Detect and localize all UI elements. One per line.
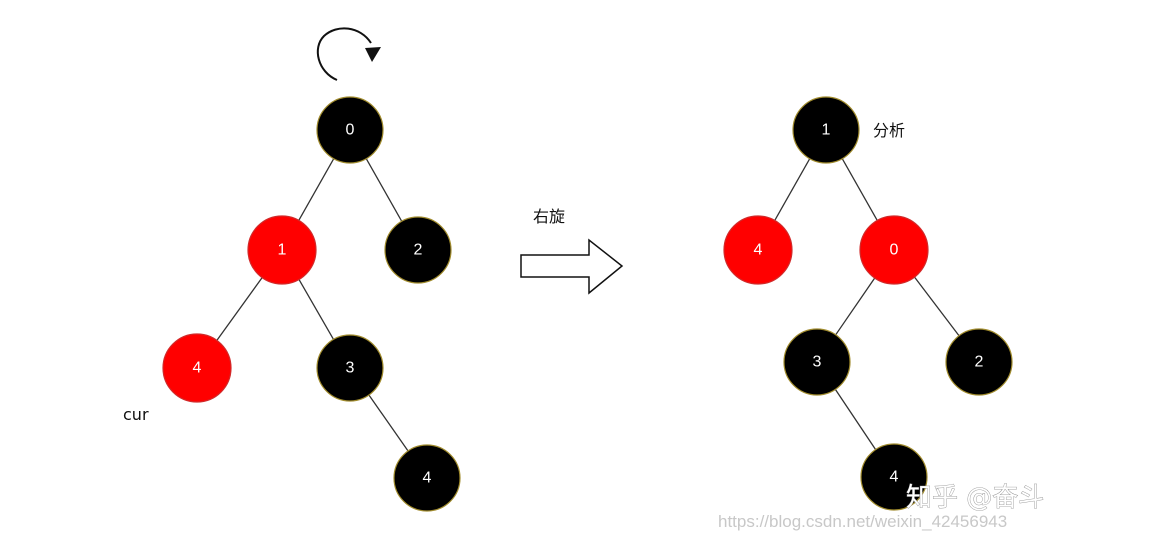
watermark-url: https://blog.csdn.net/weixin_42456943: [718, 512, 1007, 531]
left-tree: 0 1 2 4 3 4: [162, 96, 461, 512]
tree-edge: [298, 158, 335, 221]
left-node-2: 2: [384, 216, 452, 284]
node-label: 4: [423, 470, 432, 487]
right-node-4-red: 4: [723, 215, 793, 285]
tree-edge: [298, 279, 335, 340]
node-circle: [859, 215, 929, 285]
right-tree: 1 4 0 3 2 4: [723, 96, 1013, 511]
node-label: 3: [346, 360, 355, 377]
node-circle: [723, 215, 793, 285]
tree-edge: [835, 277, 876, 336]
node-circle: [783, 328, 851, 396]
node-circle: [316, 96, 384, 164]
tree-edge: [841, 158, 878, 221]
node-circle: [247, 215, 317, 285]
left-node-4-red: 4: [162, 333, 232, 403]
left-node-4-black: 4: [393, 444, 461, 512]
node-label: 3: [813, 354, 822, 371]
right-node-4-black: 4: [860, 443, 928, 511]
right-node-1: 1: [792, 96, 860, 164]
right-node-0: 0: [859, 215, 929, 285]
rotation-arrow-icon: [316, 27, 381, 81]
left-node-0: 0: [316, 96, 384, 164]
analysis-label: 分析: [873, 121, 905, 140]
left-node-1: 1: [247, 215, 317, 285]
rotate-label: 右旋: [533, 207, 565, 226]
watermark-main: 知乎 @奋斗: [906, 483, 1044, 513]
edges-layer: [216, 158, 960, 452]
node-circle: [393, 444, 461, 512]
tree-edge: [914, 276, 960, 337]
node-label: 0: [890, 242, 899, 259]
left-node-3: 3: [316, 334, 384, 402]
right-node-2: 2: [945, 328, 1013, 396]
tree-edge: [368, 394, 409, 452]
node-circle: [162, 333, 232, 403]
cur-label: cur: [123, 405, 149, 424]
right-arrow-icon: [520, 238, 624, 295]
node-label: 2: [975, 354, 984, 371]
tree-edge: [834, 389, 877, 450]
tree-edge: [365, 158, 403, 222]
node-label: 1: [822, 122, 831, 139]
node-label: 4: [754, 242, 763, 259]
node-label: 1: [278, 242, 287, 259]
node-circle: [945, 328, 1013, 396]
right-node-3: 3: [783, 328, 851, 396]
node-circle: [316, 334, 384, 402]
node-circle: [384, 216, 452, 284]
tree-edge: [774, 158, 811, 221]
node-label: 0: [346, 122, 355, 139]
node-label: 2: [414, 242, 423, 259]
node-label: 4: [193, 360, 202, 377]
node-circle: [860, 443, 928, 511]
node-circle: [792, 96, 860, 164]
node-label: 4: [890, 469, 899, 486]
tree-edge: [216, 277, 263, 341]
